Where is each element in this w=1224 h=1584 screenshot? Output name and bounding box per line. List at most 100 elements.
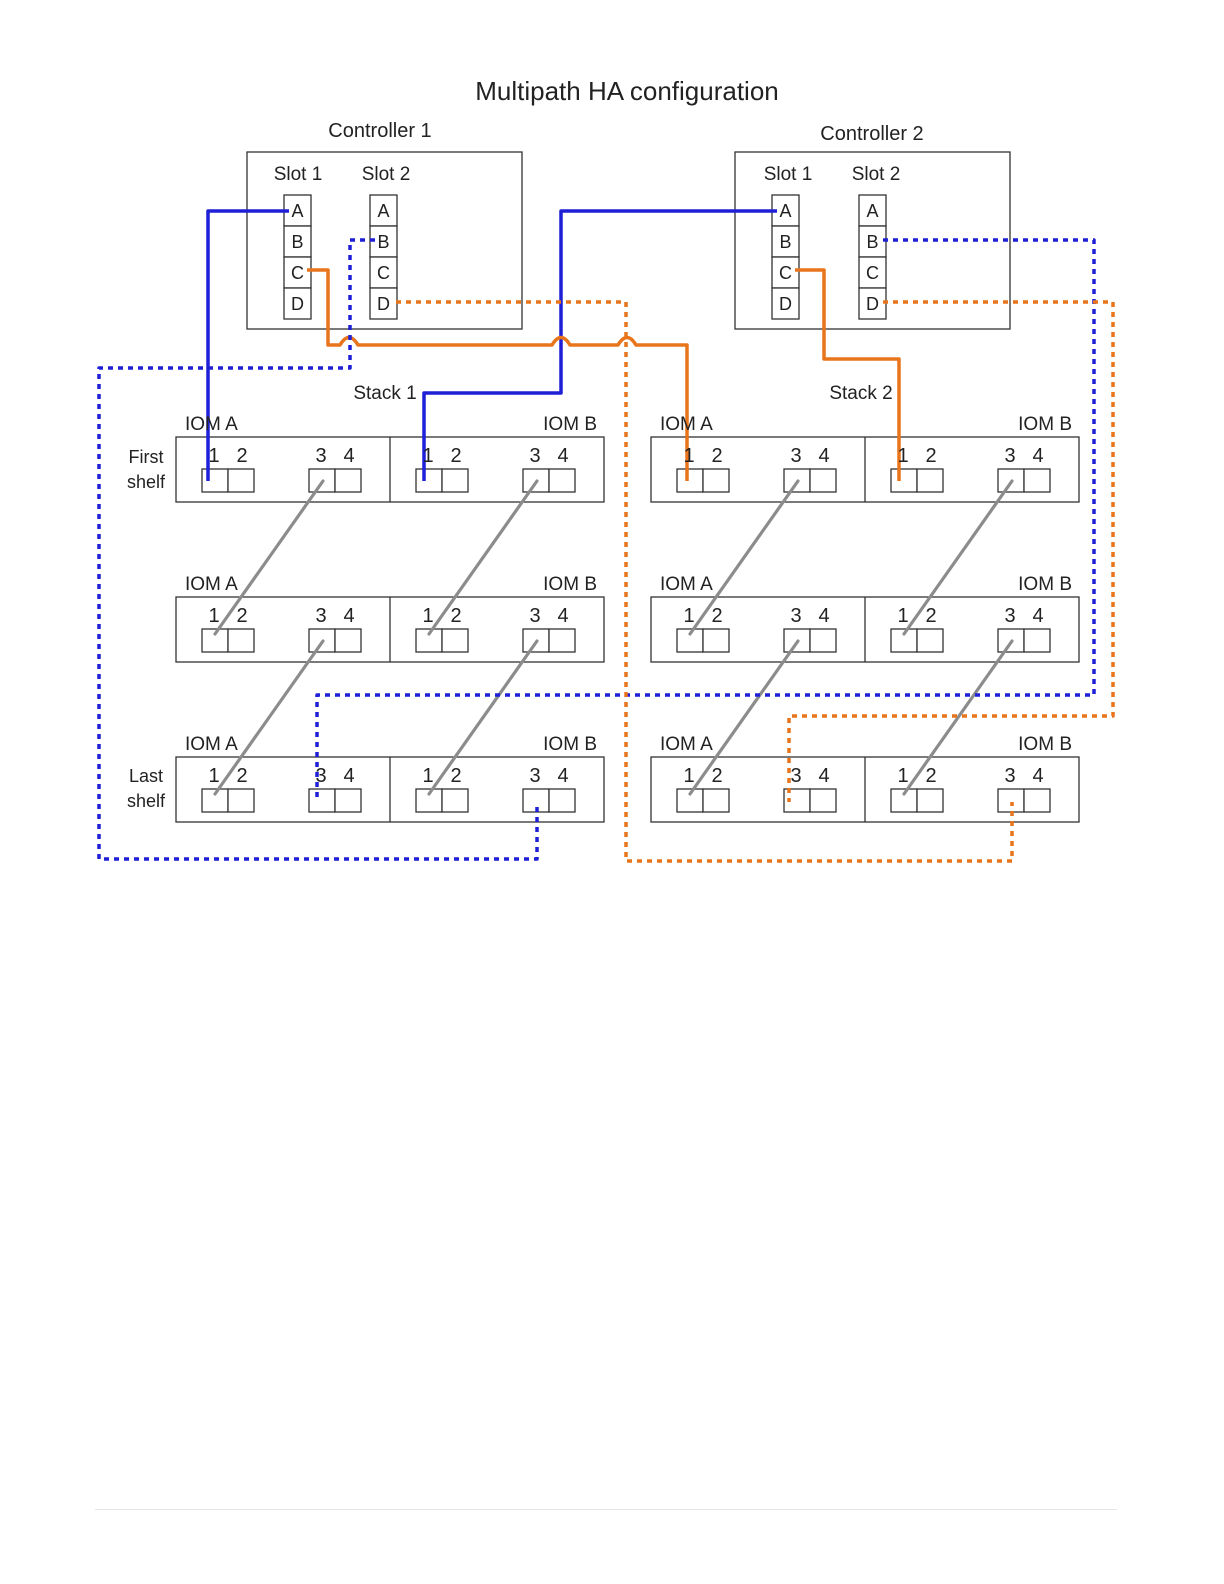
stack-2-shelf-2-iom-b-port-2 bbox=[916, 628, 944, 653]
controller-2-slot-2-port-b-label: B bbox=[866, 232, 878, 252]
cable-c1-slot1-a-to-stack1-first-ioma bbox=[206, 209, 289, 481]
stack-1-shelf-2-iom-b-label: IOM B bbox=[543, 574, 597, 595]
stack-1-shelf-3-iom-a-port-2 bbox=[227, 788, 255, 813]
footer-divider bbox=[95, 1509, 1117, 1510]
stack-2-shelf-3-iom-a-port-2 bbox=[702, 788, 730, 813]
stack-2-shelf-3-iom-b-port-3 bbox=[997, 788, 1025, 813]
stack-2-shelf-3-iom-a-port-4 bbox=[809, 788, 837, 813]
controller-1-slot-1-port-a-label: A bbox=[291, 201, 303, 221]
last-shelf-label-line2: shelf bbox=[127, 791, 166, 811]
controller-1-slot-1-port-c bbox=[283, 256, 312, 289]
stack-2-shelf-2-to-3-iom-a-cable bbox=[688, 639, 800, 796]
stack-2-shelf-1-iom-b-port-1-number: 1 bbox=[897, 445, 908, 467]
controller-2-slot-1-port-b bbox=[771, 225, 800, 258]
stack-2-shelf-2-iom-b-port-1-number: 1 bbox=[897, 605, 908, 627]
cable-c1-slot2-b-to-stack1-last-iomb bbox=[97, 238, 539, 861]
stack-1-shelf-1-iom-b-port-4 bbox=[548, 468, 576, 493]
stack-2-shelf-2-to-3-iom-b-cable bbox=[902, 639, 1014, 796]
stack-2-shelf-1-iom-b-port-2-number: 2 bbox=[925, 445, 936, 467]
stack-1-shelf-2-to-3-iom-b-cable bbox=[427, 639, 539, 796]
stack-1-shelf-1-iom-b-port-1-number: 1 bbox=[422, 445, 433, 467]
stack-1-shelf-2-iom-a-port-1-number: 1 bbox=[208, 605, 219, 627]
stack-2-shelf-1-iom-a-port-3-number: 3 bbox=[790, 445, 801, 467]
stack-1-shelf-1-iom-b-port-4-number: 4 bbox=[557, 445, 568, 467]
cable-c2-slot1-c-to-stack2-first-iomb bbox=[795, 268, 901, 481]
controller-1-slot-1-port-d bbox=[283, 287, 312, 320]
stack-1-shelf-2-iom-a-port-2-number: 2 bbox=[236, 605, 247, 627]
last-shelf-label-line1: Last bbox=[129, 766, 163, 786]
stack-2-shelf-1-iom-a-port-2 bbox=[702, 468, 730, 493]
stack-1-shelf-2-to-3-iom-a-cable bbox=[213, 639, 325, 796]
stack-2-shelf-2-iom-a-port-2-number: 2 bbox=[711, 605, 722, 627]
stack-1-shelf-3-iom-a-port-2-number: 2 bbox=[236, 765, 247, 787]
stack-1-shelf-1-iom-b-port-2 bbox=[441, 468, 469, 493]
stack-2-shelf-3-iom-b-port-4 bbox=[1023, 788, 1051, 813]
controller-1-slot-2-port-a-label: A bbox=[377, 201, 389, 221]
stack-2-shelf-3-iom-b-port-4-number: 4 bbox=[1032, 765, 1043, 787]
stack-1-shelf-2-iom-b-port-2 bbox=[441, 628, 469, 653]
stack-2-shelf-3-iom-b-port-2 bbox=[916, 788, 944, 813]
stack-2-shelf-2-iom-b-port-3-number: 3 bbox=[1004, 605, 1015, 627]
stack-1-shelf-1-iom-a-port-1-number: 1 bbox=[208, 445, 219, 467]
controller-2-slot-1-port-b-label: B bbox=[779, 232, 791, 252]
stack-1-shelf-2-iom-a-port-4-number: 4 bbox=[343, 605, 354, 627]
stack-1-shelf-1-iom-b-label: IOM B bbox=[543, 414, 597, 435]
stack-2-shelf-2-iom-b-port-4-number: 4 bbox=[1032, 605, 1043, 627]
controller-2-slot-2-port-c-label: C bbox=[866, 263, 879, 283]
stack-1-shelf-1-iom-a-port-2 bbox=[227, 468, 255, 493]
stack-2-shelf-1-to-2-iom-b-cable bbox=[902, 479, 1014, 636]
diagram-title: Multipath HA configuration bbox=[475, 76, 779, 106]
stack-1-shelf-2-iom-b-port-4-number: 4 bbox=[557, 605, 568, 627]
stack-1-label: Stack 1 bbox=[353, 383, 416, 404]
stack-2-shelf-2-iom-a-port-1-number: 1 bbox=[683, 605, 694, 627]
stack-1-shelf-2-iom-b-port-4 bbox=[548, 628, 576, 653]
controller-1-slot-1-port-b-label: B bbox=[291, 232, 303, 252]
stack-1-shelf-3-iom-b-port-3-number: 3 bbox=[529, 765, 540, 787]
controller-2-slot-1-port-d-label: D bbox=[779, 294, 792, 314]
stack-2-shelf-1-iom-b-port-4 bbox=[1023, 468, 1051, 493]
stack-1-shelf-3-iom-b-label: IOM B bbox=[543, 734, 597, 755]
stack-2-shelf-3-iom-a-port-2-number: 2 bbox=[711, 765, 722, 787]
stack-1-shelf-1-iom-b-port-1 bbox=[415, 468, 443, 493]
stack-2-shelf-2-iom-b-label: IOM B bbox=[1018, 574, 1072, 595]
stack-1-shelf-3-iom-b-port-1-number: 1 bbox=[422, 765, 433, 787]
stack-1-shelf-2-iom-a-port-2 bbox=[227, 628, 255, 653]
stack-2-shelf-2-iom-a-port-2 bbox=[702, 628, 730, 653]
stack-1-shelf-3-iom-b-port-2 bbox=[441, 788, 469, 813]
controller-2-slot-1-label: Slot 1 bbox=[764, 164, 813, 185]
stack-1-shelf-3-iom-b-port-4 bbox=[548, 788, 576, 813]
stack-1-shelf-2-iom-b-port-2-number: 2 bbox=[450, 605, 461, 627]
controller-2-label: Controller 2 bbox=[820, 123, 923, 145]
stack-2-shelf-1-iom-a-label: IOM A bbox=[660, 414, 713, 435]
stack-2-label: Stack 2 bbox=[829, 383, 892, 404]
stack-1-shelf-1-iom-b-port-3-number: 3 bbox=[529, 445, 540, 467]
stack-1-shelf-1-iom-a-port-4-number: 4 bbox=[343, 445, 354, 467]
stack-2-shelf-1-iom-a-port-4 bbox=[809, 468, 837, 493]
controller-2-slot-2-label: Slot 2 bbox=[852, 164, 901, 185]
controller-1-slot-2-port-a bbox=[369, 194, 398, 227]
stack-1-shelf-1-to-2-iom-a-cable bbox=[213, 479, 325, 636]
stack-2-shelf-1-iom-a-port-1 bbox=[676, 468, 704, 493]
controller-1-slot-2-port-c-label: C bbox=[377, 263, 390, 283]
stack-1-shelf-1-iom-a-port-3-number: 3 bbox=[315, 445, 326, 467]
stack-2-shelf-1-iom-b-port-3-number: 3 bbox=[1004, 445, 1015, 467]
stack-2-shelf-3-iom-a-port-1-number: 1 bbox=[683, 765, 694, 787]
stack-2-shelf-3-iom-b-port-3-number: 3 bbox=[1004, 765, 1015, 787]
stack-2-shelf-1-iom-b-port-2 bbox=[916, 468, 944, 493]
stack-2-shelf-3-iom-a-port-3-number: 3 bbox=[790, 765, 801, 787]
controller-2-slot-2-port-b bbox=[858, 225, 887, 258]
controller-1-slot-2-port-d-label: D bbox=[377, 294, 390, 314]
stack-2-shelf-1-to-2-iom-a-cable bbox=[688, 479, 800, 636]
stack-1-shelf-1-iom-a-port-4 bbox=[334, 468, 362, 493]
stack-2-shelf-1-iom-a-port-2-number: 2 bbox=[711, 445, 722, 467]
cable-c1-slot1-c-to-stack2-first-ioma bbox=[307, 268, 689, 481]
controller-1-slot-1-label: Slot 1 bbox=[274, 164, 323, 185]
stack-1-shelf-1-iom-a-port-2-number: 2 bbox=[236, 445, 247, 467]
cable-c2-slot1-a-to-stack1-first-iomb bbox=[422, 209, 777, 481]
cable-c1-slot2-d-to-stack2-last-iomb bbox=[396, 300, 1014, 863]
stack-2-shelf-2-iom-a-port-4 bbox=[809, 628, 837, 653]
stack-2-shelf-3-iom-a-label: IOM A bbox=[660, 734, 713, 755]
stack-1-shelf-1-iom-a-port-1 bbox=[201, 468, 229, 493]
